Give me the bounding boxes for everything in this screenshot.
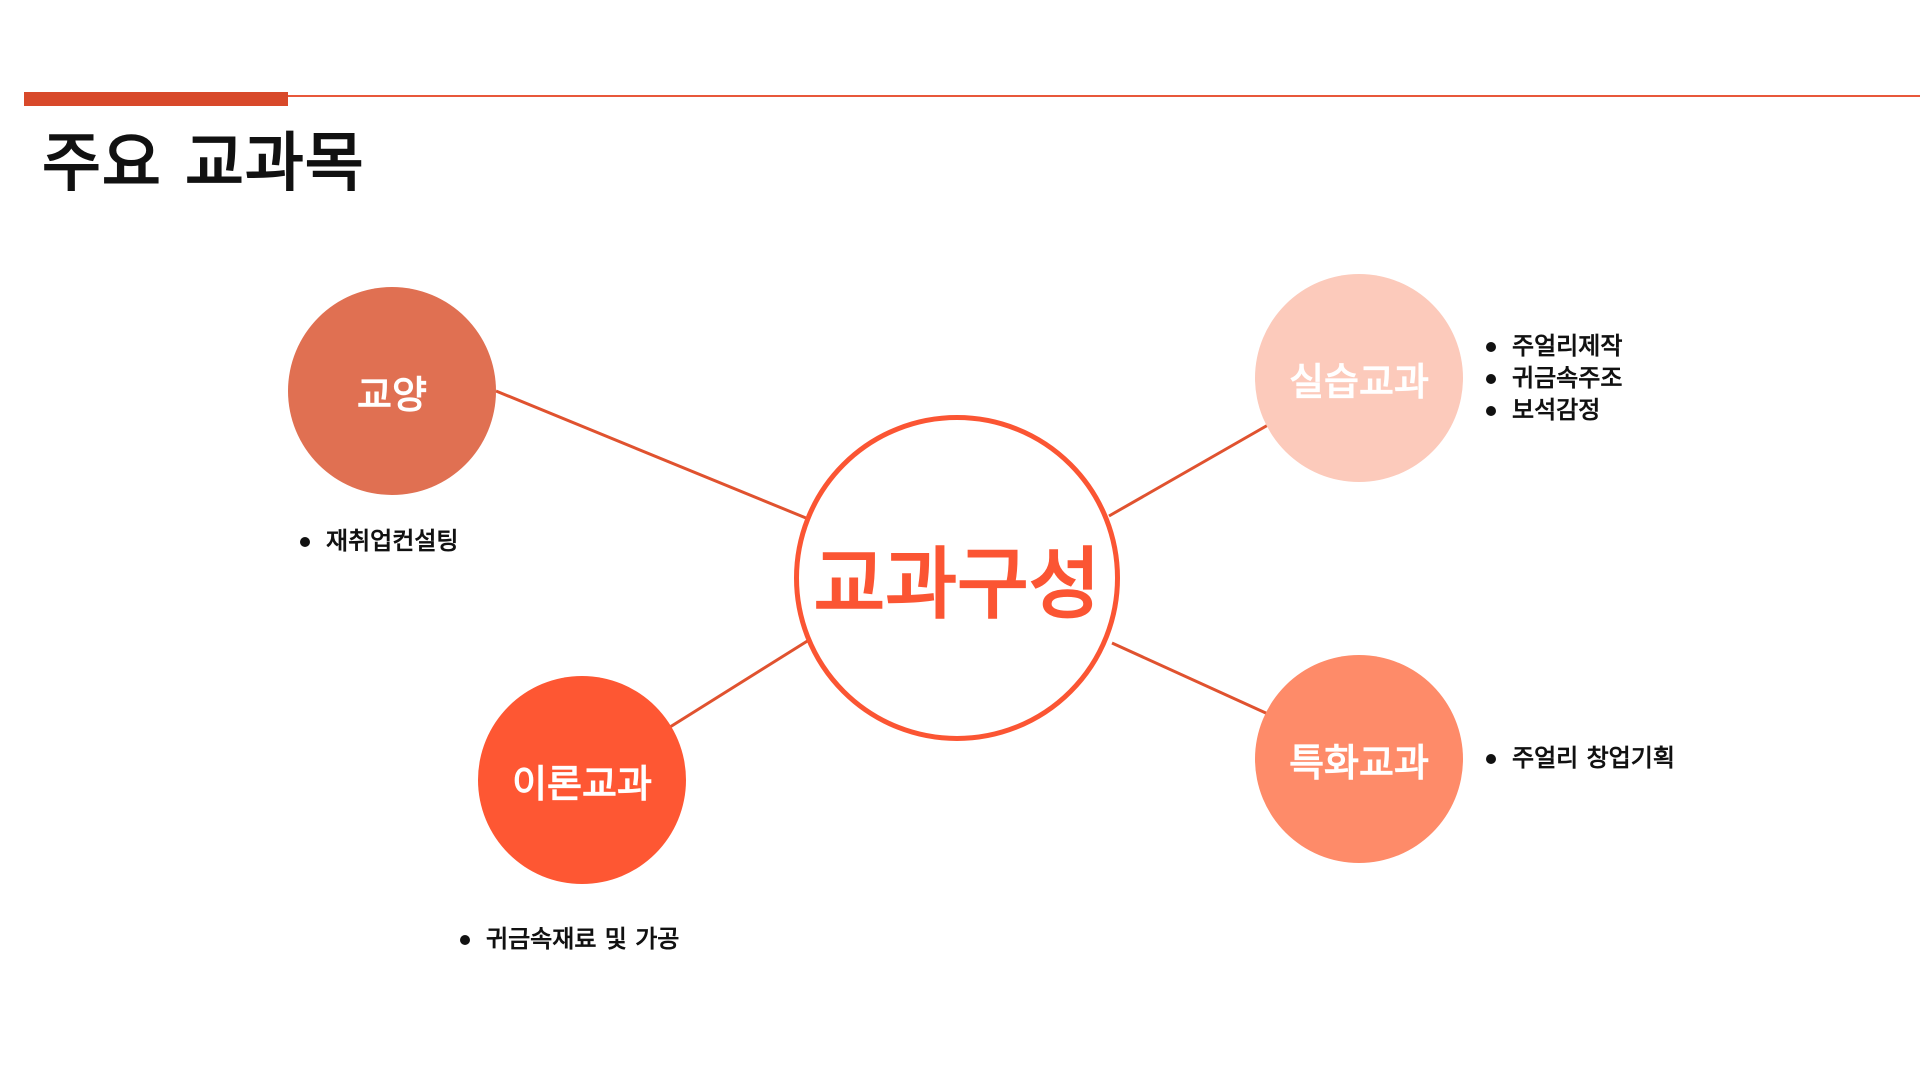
list-gyoyang: 재취업컨설팅 bbox=[298, 525, 458, 557]
node-iron-label: 이론교과 bbox=[512, 761, 652, 806]
page-title: 주요 교과목 bbox=[42, 127, 365, 201]
list-item: 재취업컨설팅 bbox=[298, 525, 458, 557]
node-gyoyang-label: 교양 bbox=[357, 372, 427, 417]
connector-gyoyang bbox=[495, 389, 807, 520]
header-accent-bar bbox=[24, 92, 288, 106]
node-iron: 이론교과 bbox=[478, 676, 686, 884]
node-gyoyang: 교양 bbox=[288, 287, 496, 495]
list-item: 귀금속주조 bbox=[1484, 362, 1622, 394]
header-divider-line bbox=[288, 95, 1920, 97]
connector-silseup bbox=[1108, 423, 1269, 518]
node-silseup-label: 실습교과 bbox=[1289, 359, 1429, 404]
list-item: 보석감정 bbox=[1484, 394, 1622, 426]
node-teukhwa: 특화교과 bbox=[1255, 655, 1463, 863]
list-item: 귀금속재료 및 가공 bbox=[458, 923, 679, 955]
list-item: 주얼리제작 bbox=[1484, 330, 1622, 362]
list-item: 주얼리 창업기획 bbox=[1484, 742, 1675, 774]
list-silseup: 주얼리제작 귀금속주조 보석감정 bbox=[1484, 330, 1622, 426]
node-center: 교과구성 bbox=[794, 415, 1120, 741]
connector-teukhwa bbox=[1111, 641, 1269, 716]
connector-iron bbox=[669, 638, 810, 729]
list-iron: 귀금속재료 및 가공 bbox=[458, 923, 679, 955]
node-teukhwa-label: 특화교과 bbox=[1289, 740, 1429, 785]
node-silseup: 실습교과 bbox=[1255, 274, 1463, 482]
list-teukhwa: 주얼리 창업기획 bbox=[1484, 742, 1675, 774]
node-center-label: 교과구성 bbox=[813, 540, 1101, 630]
